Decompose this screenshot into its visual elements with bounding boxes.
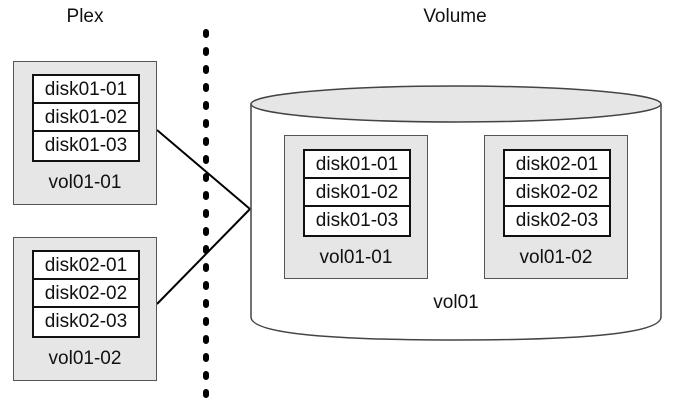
connector-line-top — [156, 129, 251, 210]
plex-header: Plex — [66, 6, 104, 27]
subdisk: disk01-03 — [315, 210, 399, 231]
plex-vol01-01: disk01-01 disk01-02 disk01-03 vol01-01 — [13, 61, 157, 205]
volume-plex-vol01-01: disk01-01 disk01-02 disk01-03 vol01-01 — [284, 135, 428, 279]
subdisk: disk02-02 — [34, 280, 138, 308]
disk-stack: disk01-01 disk01-02 disk01-03 — [32, 74, 140, 162]
subdisk: disk02-01 — [505, 151, 609, 179]
plex-label: vol01-01 — [48, 172, 122, 193]
plex-vol01-02: disk02-01 disk02-02 disk02-03 vol01-02 — [13, 237, 157, 381]
plex-label: vol01-01 — [319, 247, 393, 268]
volume-plex-vol01-02: disk02-01 disk02-02 disk02-03 vol01-02 — [484, 135, 628, 279]
plex-label: vol01-02 — [519, 247, 593, 268]
subdisk: disk01-01 — [34, 76, 138, 104]
subdisk: disk02-02 — [505, 179, 609, 207]
plex-label: vol01-02 — [48, 348, 122, 369]
disk-stack: disk02-01 disk02-02 disk02-03 — [32, 250, 140, 338]
disk-stack: disk02-01 disk02-02 disk02-03 — [503, 149, 611, 237]
subdisk: disk02-01 — [34, 252, 138, 280]
volume-cylinder-top — [250, 85, 662, 123]
volume-label: vol01 — [433, 292, 479, 313]
subdisk: disk01-03 — [44, 135, 128, 156]
subdisk: disk02-03 — [515, 210, 599, 231]
subdisk: disk01-01 — [305, 151, 409, 179]
connector-line-bottom — [156, 208, 251, 305]
subdisk: disk01-02 — [305, 179, 409, 207]
subdisk: disk01-02 — [34, 104, 138, 132]
subdisk: disk02-03 — [44, 311, 128, 332]
volume-header: Volume — [423, 6, 487, 27]
disk-stack: disk01-01 disk01-02 disk01-03 — [303, 149, 411, 237]
